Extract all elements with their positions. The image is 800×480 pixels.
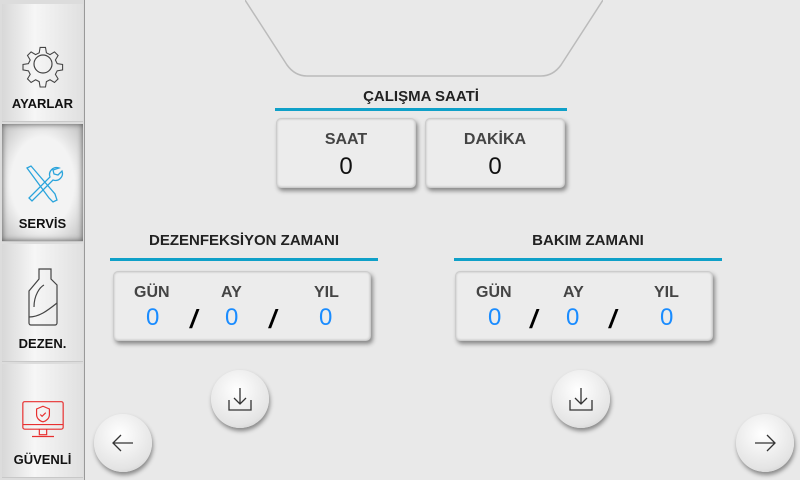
- maintenance-title: BAKIM ZAMANI: [532, 232, 644, 249]
- gear-icon: [21, 46, 63, 88]
- hour-label: SAAT: [324, 131, 368, 148]
- save-disinfection-button[interactable]: [211, 370, 269, 428]
- sidebar-item-ayarlar[interactable]: AYARLAR: [2, 4, 83, 122]
- download-icon: [569, 388, 593, 411]
- arrow-right-icon: [755, 434, 776, 452]
- month-label: AY: [221, 284, 242, 301]
- day-value[interactable]: 0: [488, 304, 502, 331]
- download-icon: [228, 388, 252, 411]
- month-value[interactable]: 0: [225, 304, 239, 331]
- divider: [454, 258, 722, 261]
- sidebar-item-servis[interactable]: SERVİS: [2, 124, 83, 242]
- sidebar-item-label: GÜVENLİ: [13, 452, 72, 467]
- divider: [275, 108, 567, 111]
- year-label: YIL: [314, 284, 339, 301]
- month-value[interactable]: 0: [566, 304, 580, 331]
- year-value[interactable]: 0: [319, 304, 333, 331]
- separator: /: [530, 304, 538, 334]
- sidebar-item-guvenli[interactable]: GÜVENLİ: [2, 364, 83, 478]
- tools-icon: [25, 165, 63, 203]
- day-label: GÜN: [134, 284, 170, 301]
- minute-label: DAKİKA: [463, 131, 527, 148]
- save-maintenance-button[interactable]: [552, 370, 610, 428]
- sidebar-item-label: DEZEN.: [18, 336, 67, 351]
- maintenance-date-card[interactable]: GÜN AY YIL 0 / 0 / 0: [455, 271, 713, 341]
- arrow-left-icon: [112, 434, 133, 452]
- disinfection-date-card[interactable]: GÜN AY YIL 0 / 0 / 0: [113, 271, 371, 341]
- minute-card: DAKİKA 0: [425, 118, 565, 188]
- disinfection-title: DEZENFEKSİYON ZAMANI: [148, 232, 339, 249]
- day-label: GÜN: [476, 284, 512, 301]
- hour-card: SAAT 0: [276, 118, 416, 188]
- year-value[interactable]: 0: [660, 304, 674, 331]
- sidebar-item-dezen[interactable]: DEZEN.: [2, 244, 83, 362]
- next-button[interactable]: [736, 414, 794, 472]
- top-notch: [245, 0, 603, 77]
- sidebar-item-label: AYARLAR: [11, 96, 74, 111]
- separator: /: [269, 304, 277, 334]
- shield-monitor-icon: [21, 401, 64, 438]
- separator: /: [190, 304, 198, 334]
- bottle-icon: [27, 268, 58, 326]
- back-button[interactable]: [94, 414, 152, 472]
- hour-value: 0: [339, 153, 353, 180]
- day-value[interactable]: 0: [146, 304, 160, 331]
- divider: [110, 258, 378, 261]
- year-label: YIL: [654, 284, 679, 301]
- sidebar-item-label: SERVİS: [18, 216, 67, 231]
- working-hours-title: ÇALIŞMA SAATİ: [363, 88, 479, 105]
- month-label: AY: [563, 284, 584, 301]
- sidebar: AYARLAR SERVİS DEZEN. GÜVENLİ: [0, 0, 85, 480]
- separator: /: [609, 304, 617, 334]
- minute-value: 0: [488, 153, 502, 180]
